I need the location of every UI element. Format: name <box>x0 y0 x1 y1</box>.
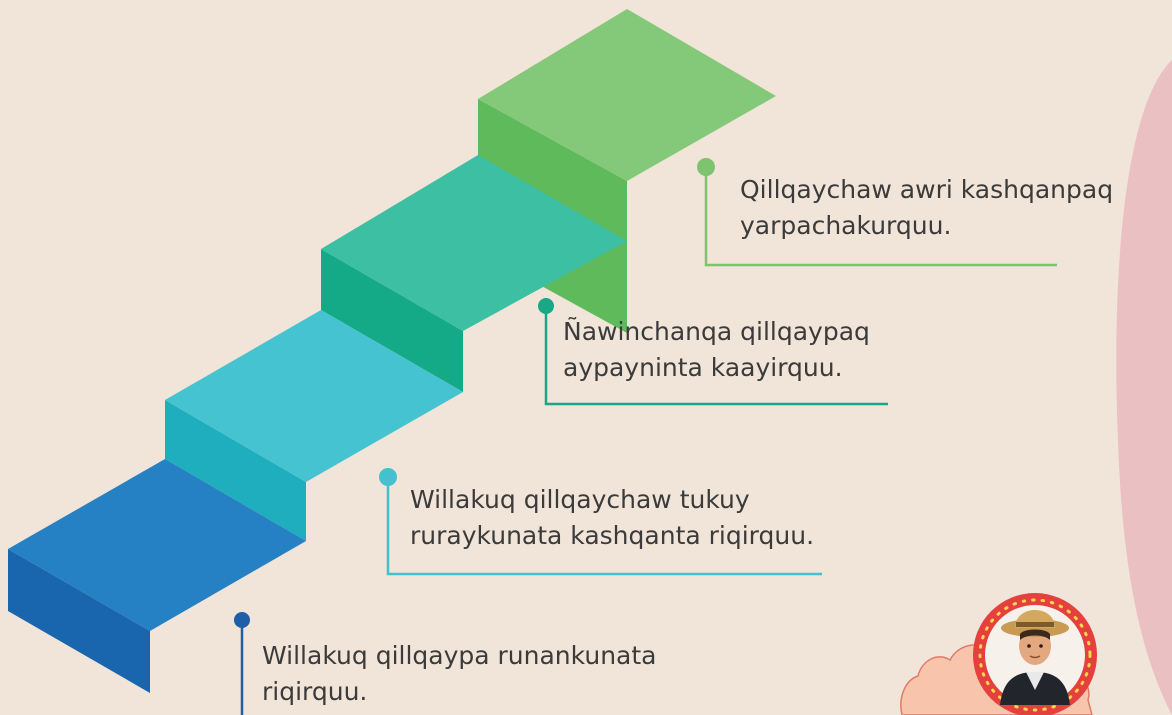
step-3-top <box>321 155 627 331</box>
step-4-caption-line2: yarpachakurquu. <box>740 211 952 240</box>
hat-band <box>1016 622 1054 627</box>
step-4-caption-line1: Qillqaychaw awri kashqanpaq <box>740 175 1114 204</box>
step-1-side <box>8 549 150 693</box>
step-2-caption-line1: Willakuq qillqaychaw tukuy <box>410 485 750 514</box>
eye-right <box>1039 644 1043 648</box>
connector-4-dot <box>697 158 715 176</box>
step-4-front <box>478 9 776 181</box>
connector-1 <box>234 612 250 715</box>
connector-4-line <box>704 167 1057 267</box>
side-panel <box>1116 60 1172 715</box>
step-2-caption: Willakuq qillqaychaw tukuy ruraykunata k… <box>410 482 814 554</box>
badge-dots <box>978 598 1092 712</box>
mouth <box>1029 655 1041 659</box>
step-1-top <box>8 459 306 631</box>
connector-2-line <box>386 477 822 576</box>
connector-2 <box>379 468 822 576</box>
step-3-caption-line2: aypayninta kaayirquu. <box>563 353 843 382</box>
connector-3 <box>538 298 888 406</box>
step-2-caption-line2: ruraykunata kashqanta riqirquu. <box>410 521 815 550</box>
step-1-caption: Willakuq qillqaypa runankunata riqirquu. <box>262 638 657 710</box>
step-1-caption-line2: riqirquu. <box>262 677 368 706</box>
connector-4 <box>697 158 1057 267</box>
connector-3-line <box>544 306 888 406</box>
collar <box>1026 672 1044 690</box>
connector-1-dot <box>234 612 250 628</box>
boy-with-hat-avatar <box>1000 610 1070 705</box>
step-1-caption-line1: Willakuq qillqaypa runankunata <box>262 641 657 670</box>
step-3-caption-line1: Ñawinchanqa qillqaypaq <box>563 317 870 346</box>
step-2-top <box>165 310 463 482</box>
staircase <box>8 9 776 693</box>
connector-3-dot <box>538 298 554 314</box>
eye-left <box>1027 644 1031 648</box>
step-4-caption: Qillqaychaw awri kashqanpaq yarpachakurq… <box>740 172 1113 244</box>
step-2-side <box>165 400 306 541</box>
hair <box>1020 629 1050 640</box>
connector-2-dot <box>379 468 397 486</box>
step-3-caption: Ñawinchanqa qillqaypaq aypayninta kaayir… <box>563 314 870 386</box>
step-3-side <box>321 249 463 392</box>
character-badge <box>900 593 1097 715</box>
